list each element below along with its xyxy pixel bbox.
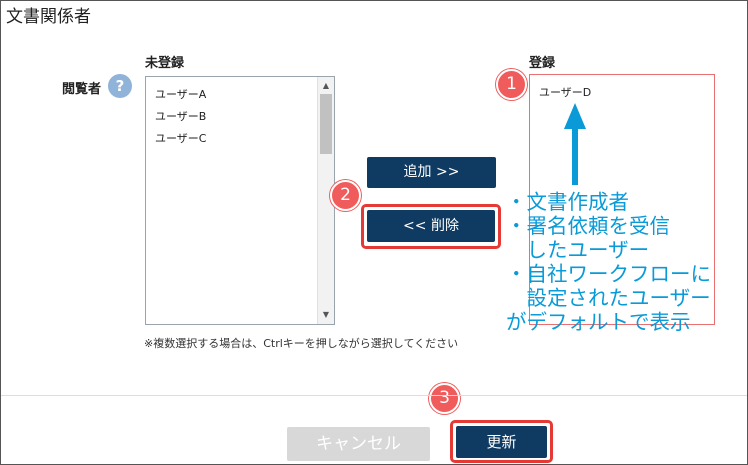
- listbox-scrollbar[interactable]: ▲ ▼: [317, 77, 334, 324]
- unregistered-label: 未登録: [145, 56, 185, 71]
- arrow-up-icon: [564, 103, 586, 185]
- footer-divider: [1, 395, 747, 396]
- unregistered-listbox[interactable]: ユーザーA ユーザーB ユーザーC ▲ ▼: [145, 76, 335, 325]
- update-button-highlight: [450, 420, 553, 463]
- annotation-line: ・自社ワークフローに: [506, 262, 711, 286]
- remove-button[interactable]: << 削除: [367, 210, 495, 242]
- annotation-line: がデフォルトで表示: [506, 310, 691, 334]
- annotation-line: ・文書作成者: [506, 190, 629, 214]
- annotation-line: 設定されたユーザー: [506, 286, 711, 310]
- remove-button-highlight: [361, 204, 501, 249]
- step-badge-2: 2: [330, 180, 361, 211]
- add-button[interactable]: 追加 >>: [367, 157, 496, 188]
- cancel-button[interactable]: キャンセル: [287, 427, 430, 461]
- multi-select-hint: ※複数選択する場合は、Ctrlキーを押しながら選択してください: [144, 337, 459, 350]
- scroll-thumb[interactable]: [320, 94, 332, 154]
- step-badge-3: 3: [429, 383, 460, 414]
- update-button[interactable]: 更新: [456, 426, 547, 458]
- annotation-line: ・署名依頼を受信: [506, 214, 670, 238]
- viewer-label: 閲覧者: [62, 82, 102, 97]
- registered-listbox[interactable]: ユーザーD: [529, 74, 715, 325]
- help-icon[interactable]: ?: [108, 74, 132, 98]
- list-item[interactable]: ユーザーC: [155, 132, 207, 145]
- list-item[interactable]: ユーザーD: [539, 86, 592, 99]
- section-title: 文書関係者: [6, 7, 91, 27]
- annotation-line: したユーザー: [506, 238, 650, 262]
- scroll-up-arrow-icon[interactable]: ▲: [322, 81, 330, 90]
- list-item[interactable]: ユーザーB: [155, 110, 207, 123]
- registered-label: 登録: [529, 56, 556, 71]
- annotation-text: ・文書作成者 ・署名依頼を受信 したユーザー ・自社ワークフローに 設定されたユ…: [506, 190, 711, 334]
- step-badge-1: 1: [496, 69, 527, 100]
- list-item[interactable]: ユーザーA: [155, 88, 207, 101]
- scroll-down-arrow-icon[interactable]: ▼: [322, 310, 330, 319]
